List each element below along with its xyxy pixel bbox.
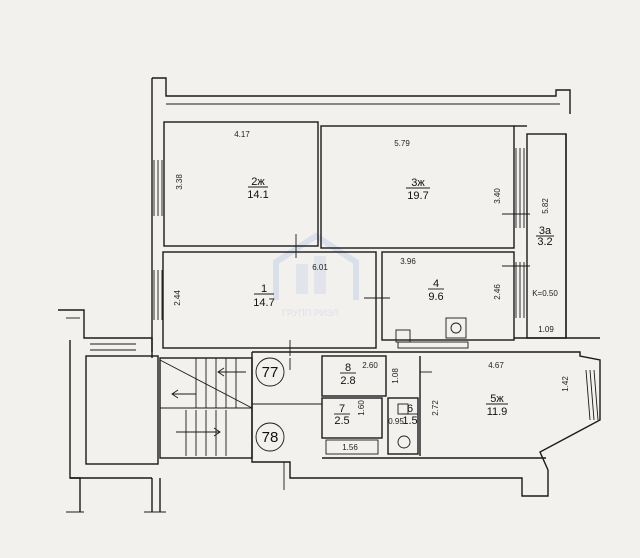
top-wall [151,77,571,358]
room-3a-number: 3а [539,225,552,237]
dim-5-79: 5.79 [394,139,410,148]
room-8-number: 8 [345,362,351,374]
labels: 77 78 2ж 14.1 3ж 19.7 3а 3.2 1 14.7 4 9.… [173,130,570,452]
dim-1-42: 1.42 [561,376,570,392]
room-2-area: 14.1 [247,189,268,201]
room-7-area: 2.5 [334,415,349,427]
windows [153,148,599,421]
door-marks [283,213,530,490]
apartment-78-label: 78 [262,429,279,446]
dim-1-09: 1.09 [538,325,554,334]
room-2-outline [163,121,319,247]
room-4-outline [381,251,515,341]
room-4-number: 4 [433,278,439,290]
dim-3-38: 3.38 [175,174,184,190]
lower-rooms [251,351,601,497]
dim-1-08: 1.08 [391,368,400,384]
room-5-area: 11.9 [487,406,508,418]
room-5-number: 5ж [490,393,504,405]
dim-2-46: 2.46 [493,284,502,300]
dim-2-60: 2.60 [362,361,378,370]
dim-5-82: 5.82 [541,198,550,214]
room-6-area: 1.5 [402,415,417,427]
apartment-77-label: 77 [262,364,279,381]
dim-2-44: 2.44 [173,290,182,306]
room-1-number: 1 [261,283,267,295]
room-3-outline [320,125,515,249]
room-3-number: 3ж [411,177,425,189]
dim-k-0-50: K=0.50 [532,289,558,298]
room-7-outline [321,397,383,439]
dim-6-01: 6.01 [312,263,328,272]
apartment-78-marker [255,422,285,452]
room-3-area: 19.7 [407,190,428,202]
dim-0-95: 0.95 [388,417,404,426]
watermark: ГРУПП РИЭЛ [273,232,359,318]
room-2-number: 2ж [251,176,265,188]
room-3a-area: 3.2 [537,236,552,248]
dim-2-72: 2.72 [431,400,440,416]
room-7-number: 7 [339,403,345,415]
dim-4-67: 4.67 [488,361,504,370]
dim-3-40: 3.40 [493,188,502,204]
room-6-number: 6 [407,403,413,415]
dim-4-17: 4.17 [234,130,250,139]
room-4-area: 9.6 [428,291,443,303]
dim-3-96: 3.96 [400,257,416,266]
room-6-outline [387,397,419,455]
room-8-area: 2.8 [340,375,355,387]
apartment-77-marker [255,357,285,387]
dim-1-60: 1.60 [357,400,366,416]
kitchen-fixtures [395,317,469,349]
room-1-area: 14.7 [253,297,274,309]
watermark-text: ГРУПП РИЭЛ [282,308,338,318]
dim-1-56: 1.56 [342,443,358,452]
room-1-outline [162,251,377,349]
room-8-outline [321,355,387,397]
